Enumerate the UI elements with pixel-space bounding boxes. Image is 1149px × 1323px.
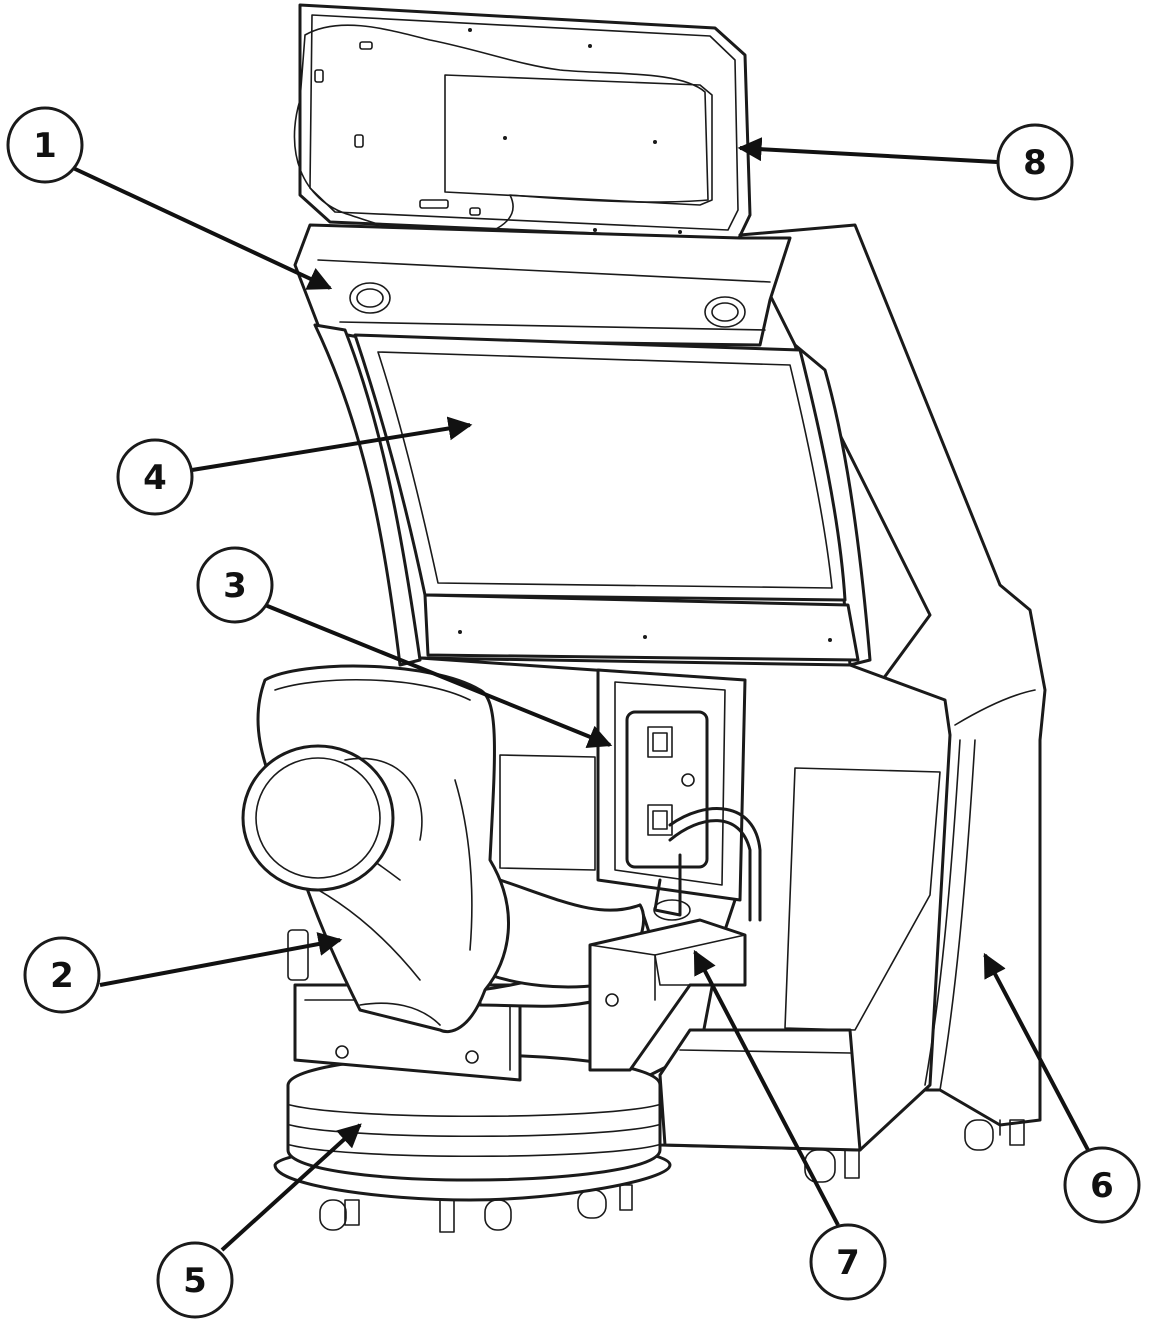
svg-text:7: 7	[836, 1243, 860, 1283]
marquee	[293, 3, 752, 242]
platform-casters	[319, 1184, 633, 1233]
cabinet-side	[924, 689, 1036, 1136]
callout-5: 5	[156, 1123, 362, 1319]
coin-door	[596, 668, 747, 902]
callout-8: 8	[737, 123, 1074, 201]
svg-text:2: 2	[50, 956, 74, 996]
svg-text:1: 1	[33, 126, 57, 166]
cabinet-casters	[804, 1119, 1025, 1183]
svg-text:5: 5	[183, 1261, 207, 1301]
marquee-holes	[314, 41, 481, 216]
callout-4: 4	[116, 416, 473, 516]
callout-2: 2	[23, 932, 343, 1014]
svg-text:6: 6	[1090, 1166, 1114, 1206]
marquee-screws	[468, 28, 682, 234]
callout-3: 3	[196, 546, 613, 748]
svg-text:8: 8	[1023, 143, 1047, 183]
callout-6: 6	[983, 952, 1141, 1224]
svg-text:3: 3	[223, 566, 247, 606]
callout-7: 7	[693, 949, 887, 1301]
svg-text:4: 4	[143, 458, 167, 498]
callout-1: 1	[6, 106, 333, 290]
speakers	[349, 282, 746, 328]
monitor	[353, 333, 847, 602]
